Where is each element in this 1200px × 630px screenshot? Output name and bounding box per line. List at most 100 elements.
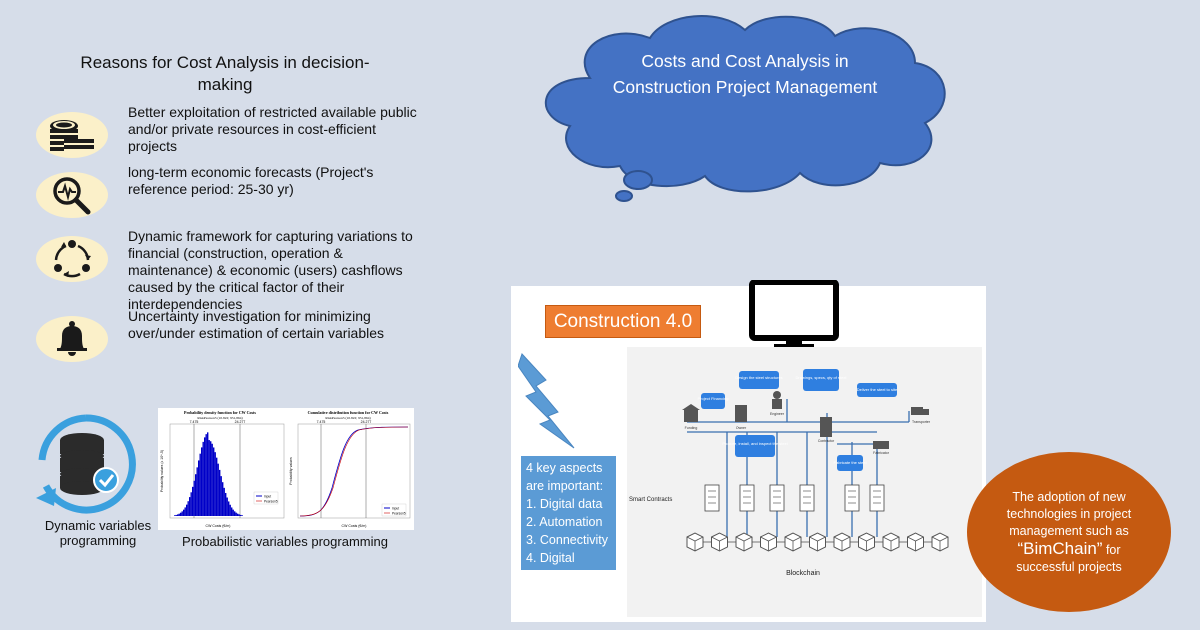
histogram-bar <box>214 452 216 516</box>
histogram-bar <box>180 512 182 516</box>
reason-text: Uncertainty investigation for minimizing… <box>128 308 385 341</box>
histogram <box>174 432 243 516</box>
aspect-item: 2. Automation <box>526 515 603 529</box>
server-icon <box>739 484 755 512</box>
callout-procure-install: Procure, install, and inspect the steel <box>722 441 787 446</box>
aspect-item: 3. Connectivity <box>526 533 608 547</box>
histogram-bar <box>210 441 212 516</box>
bimchain-text: The adoption of new technologies in proj… <box>1001 489 1137 576</box>
histogram-bar <box>213 447 215 516</box>
histogram-bar <box>226 497 228 516</box>
histogram-bar <box>187 501 189 516</box>
magnifier-pulse-icon <box>36 172 108 218</box>
histogram-bar <box>195 474 197 516</box>
block-cube-icon <box>735 532 761 552</box>
histogram-bar <box>186 504 188 516</box>
left-x-label: CW Costs (€/m) <box>206 524 231 528</box>
histogram-bar <box>235 512 237 516</box>
bimchain-diagram: Project Financing Design the steel struc… <box>627 347 982 617</box>
histogram-bar <box>216 457 218 516</box>
histogram-bar <box>241 515 243 516</box>
left-marker-high: 24.277 <box>235 420 246 424</box>
cycle-arrows-icon <box>36 236 108 282</box>
server-icon <box>869 484 885 512</box>
histogram-bar <box>190 492 192 516</box>
reason-text: Dynamic framework for capturing variatio… <box>128 228 413 312</box>
histogram-bar <box>211 443 213 516</box>
smart-contract-servers <box>704 484 885 512</box>
histogram-bar <box>199 453 201 516</box>
server-icon <box>769 484 785 512</box>
block-cube-icon <box>809 532 834 552</box>
histogram-bar <box>193 480 195 516</box>
histogram-bar <box>184 507 186 516</box>
cdf-input-line <box>299 426 409 517</box>
histogram-bar <box>220 476 222 516</box>
left-legend-input: Input <box>264 495 271 499</box>
histogram-bar <box>174 515 176 516</box>
reason-text: long-term economic forecasts (Project's … <box>128 164 374 197</box>
block-cube-icon <box>784 532 810 552</box>
histogram-bar <box>229 504 231 516</box>
thought-cloud <box>544 15 946 202</box>
histogram-bar <box>232 509 234 516</box>
histogram-bar <box>201 447 203 516</box>
smart-contracts-label: Smart Contracts <box>629 497 672 503</box>
block-cube-icon <box>907 532 932 552</box>
histogram-bar <box>175 514 177 516</box>
blockchain-blocks <box>686 532 949 552</box>
callouts <box>701 369 897 471</box>
aspect-item: 1. Digital data <box>526 497 603 511</box>
actor-label: Owner <box>736 426 747 430</box>
server-icon <box>799 484 815 512</box>
actor-label: Funding <box>685 426 698 430</box>
probabilistic-variables-caption: Probabilistic variables programming <box>182 534 388 549</box>
bimchain-text-part2: for successful projects <box>1016 542 1122 574</box>
histogram-bar <box>183 509 185 516</box>
left-chart-subtitle: RiskPearson5 (10.822; 951,864) <box>197 416 243 421</box>
block-cube-icon <box>686 532 712 552</box>
histogram-bar <box>225 492 227 516</box>
right-y-label: Probability values <box>289 457 293 485</box>
monitor-icon <box>749 280 839 349</box>
reason-text: Better exploitation of restricted availa… <box>128 104 417 154</box>
callout-deliver-steel: Deliver the steel to site <box>857 387 898 392</box>
callout-project-financing: Project Financing <box>698 396 729 401</box>
left-chart-title: Probability density function for CW Cost… <box>184 410 256 415</box>
actor-label: Transporter <box>912 420 931 424</box>
right-x-label: CW Costs (€/m) <box>342 524 367 528</box>
histogram-bar <box>228 501 230 516</box>
histogram-bar <box>196 467 198 516</box>
blockchain-label: Blockchain <box>786 570 820 577</box>
histogram-bar <box>198 460 200 516</box>
block-cube-icon <box>858 532 883 552</box>
right-legend-input: Input <box>392 507 399 511</box>
coins-icon <box>36 112 108 158</box>
bell-icon <box>36 316 108 362</box>
histogram-bar <box>234 511 236 516</box>
histogram-bar <box>177 514 179 516</box>
lightning-bolt-icon <box>518 353 575 449</box>
histogram-bar <box>223 487 225 516</box>
server-icon <box>704 484 720 512</box>
right-marker-high: 24.277 <box>361 420 372 424</box>
probability-charts: Probability density function for CW Cost… <box>158 408 414 530</box>
actor-label: Fabricator <box>873 451 890 455</box>
histogram-bar <box>189 497 191 516</box>
construction-4-label: Construction 4.0 <box>545 305 701 338</box>
right-chart-subtitle: RiskPearson5 (10.822; 951,864) <box>325 416 371 421</box>
callout-drawings: Drawings, specs, qty of steel <box>796 375 847 380</box>
histogram-bar <box>238 514 240 516</box>
histogram-bar <box>202 441 204 516</box>
left-marker-low: 7.475 <box>190 420 199 424</box>
histogram-bar <box>217 463 219 516</box>
histogram-bar <box>219 469 221 516</box>
left-y-label: Probability values (x 10^-5) <box>160 450 164 492</box>
aspects-title: 4 key aspects are important: <box>526 461 604 493</box>
histogram-bar <box>192 486 194 516</box>
block-cube-icon <box>760 532 785 552</box>
histogram-bar <box>207 432 209 516</box>
cdf-pearson-line <box>299 426 409 517</box>
histogram-bar <box>178 513 180 516</box>
right-chart-title: Cumulative distribution function for CW … <box>308 410 389 415</box>
